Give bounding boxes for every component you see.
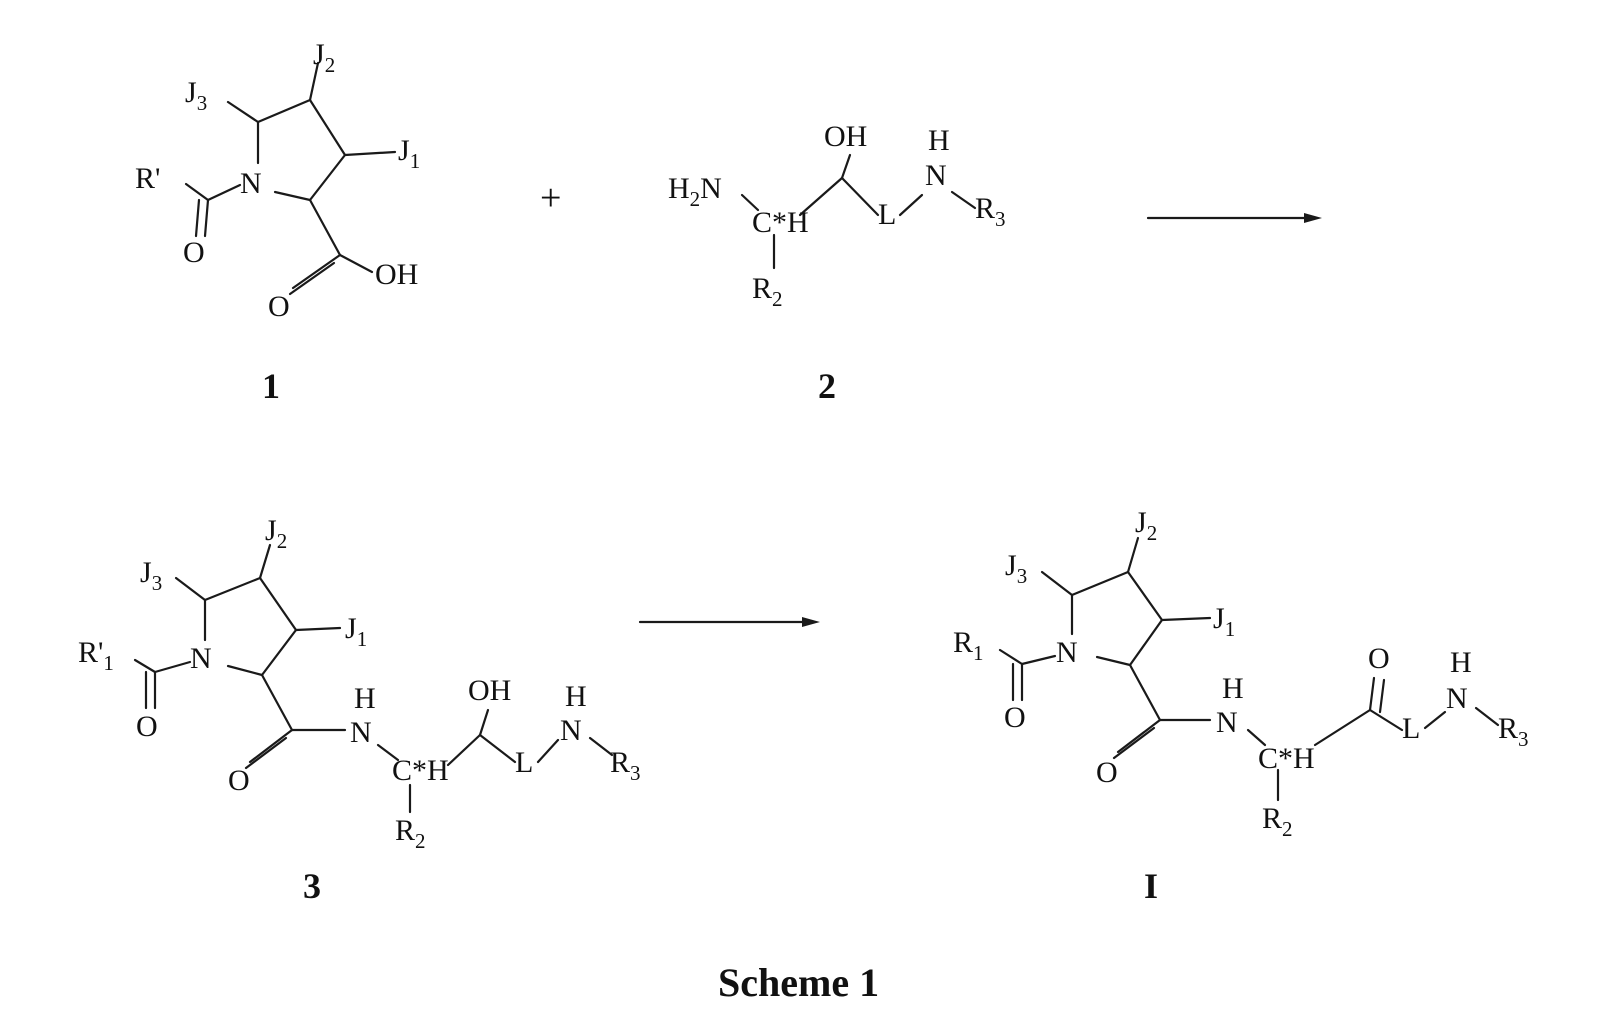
compound-I-number: I — [1144, 866, 1158, 906]
c3-chiral-ch-label: C*H — [392, 754, 449, 787]
compound-I: J2 J3 J1 N R1 O O H N C*H O L H N R3 R2 … — [953, 506, 1529, 906]
ci-l-label: L — [1402, 712, 1420, 745]
c3-o2-label: O — [228, 764, 250, 797]
ci-o2-label: O — [1096, 756, 1118, 789]
c3-r3-label: R3 — [610, 746, 641, 785]
c2-r3-label: R3 — [975, 192, 1006, 231]
c1-n-label: N — [240, 167, 262, 200]
c2-nh-h-label: H — [928, 124, 950, 157]
plus-sign: + — [540, 177, 561, 219]
c2-oh-label: OH — [824, 120, 867, 153]
ci-amide-n-label: N — [1216, 706, 1238, 739]
compound-3-number: 3 — [303, 866, 321, 906]
compound-1-number: 1 — [262, 366, 280, 406]
c1-oh-label: OH — [375, 258, 418, 291]
c3-j3-label: J3 — [140, 556, 162, 595]
c2-r2-label: R2 — [752, 272, 783, 311]
ci-chiral-ch-label: C*H — [1258, 742, 1315, 775]
ci-nh-n-label: N — [1446, 682, 1468, 715]
compound-3: J2 J3 J1 N R'1 O O H N C*H OH L H N R3 R… — [78, 514, 641, 906]
reaction-arrow-1 — [1148, 213, 1322, 223]
c1-r-prime-label: R' — [135, 162, 160, 195]
c2-l-label: L — [878, 198, 896, 231]
c1-j1-label: J1 — [398, 134, 420, 173]
c1-j3-label: J3 — [185, 76, 207, 115]
ci-ketone-o-label: O — [1368, 642, 1390, 675]
ci-n-label: N — [1056, 636, 1078, 669]
ci-r1-label: R1 — [953, 626, 984, 665]
c3-oh-label: OH — [468, 674, 511, 707]
c3-r2-label: R2 — [395, 814, 426, 853]
c3-amide-h-label: H — [354, 682, 376, 715]
c2-nh-n-label: N — [925, 159, 947, 192]
c3-l-label: L — [515, 746, 533, 779]
c3-nh-h-label: H — [565, 680, 587, 713]
c3-o1-label: O — [136, 710, 158, 743]
c3-r-prime-1-label: R'1 — [78, 636, 114, 675]
c3-nh-n-label: N — [560, 714, 582, 747]
scheme-caption: Scheme 1 — [718, 960, 879, 1005]
ci-j1-label: J1 — [1213, 602, 1235, 641]
ci-nh-h-label: H — [1450, 646, 1472, 679]
compound-2-number: 2 — [818, 366, 836, 406]
c3-amide-n-label: N — [350, 716, 372, 749]
c1-o2-label: O — [268, 290, 290, 323]
compound-1: J2 J3 J1 N R' O O OH 1 — [135, 38, 420, 406]
ci-o1-label: O — [1004, 701, 1026, 734]
c1-o1-label: O — [183, 236, 205, 269]
c2-h2n-label: H2N — [668, 172, 722, 211]
ci-r3-label: R3 — [1498, 712, 1529, 751]
c3-n-label: N — [190, 642, 212, 675]
ci-amide-h-label: H — [1222, 672, 1244, 705]
c2-chiral-ch-label: C*H — [752, 206, 809, 239]
ci-j3-label: J3 — [1005, 549, 1027, 588]
reaction-arrow-2 — [640, 617, 820, 627]
compound-2: OH H N R3 H2N C*H L R2 2 — [668, 120, 1006, 406]
ci-r2-label: R2 — [1262, 802, 1293, 841]
c3-j1-label: J1 — [345, 612, 367, 651]
